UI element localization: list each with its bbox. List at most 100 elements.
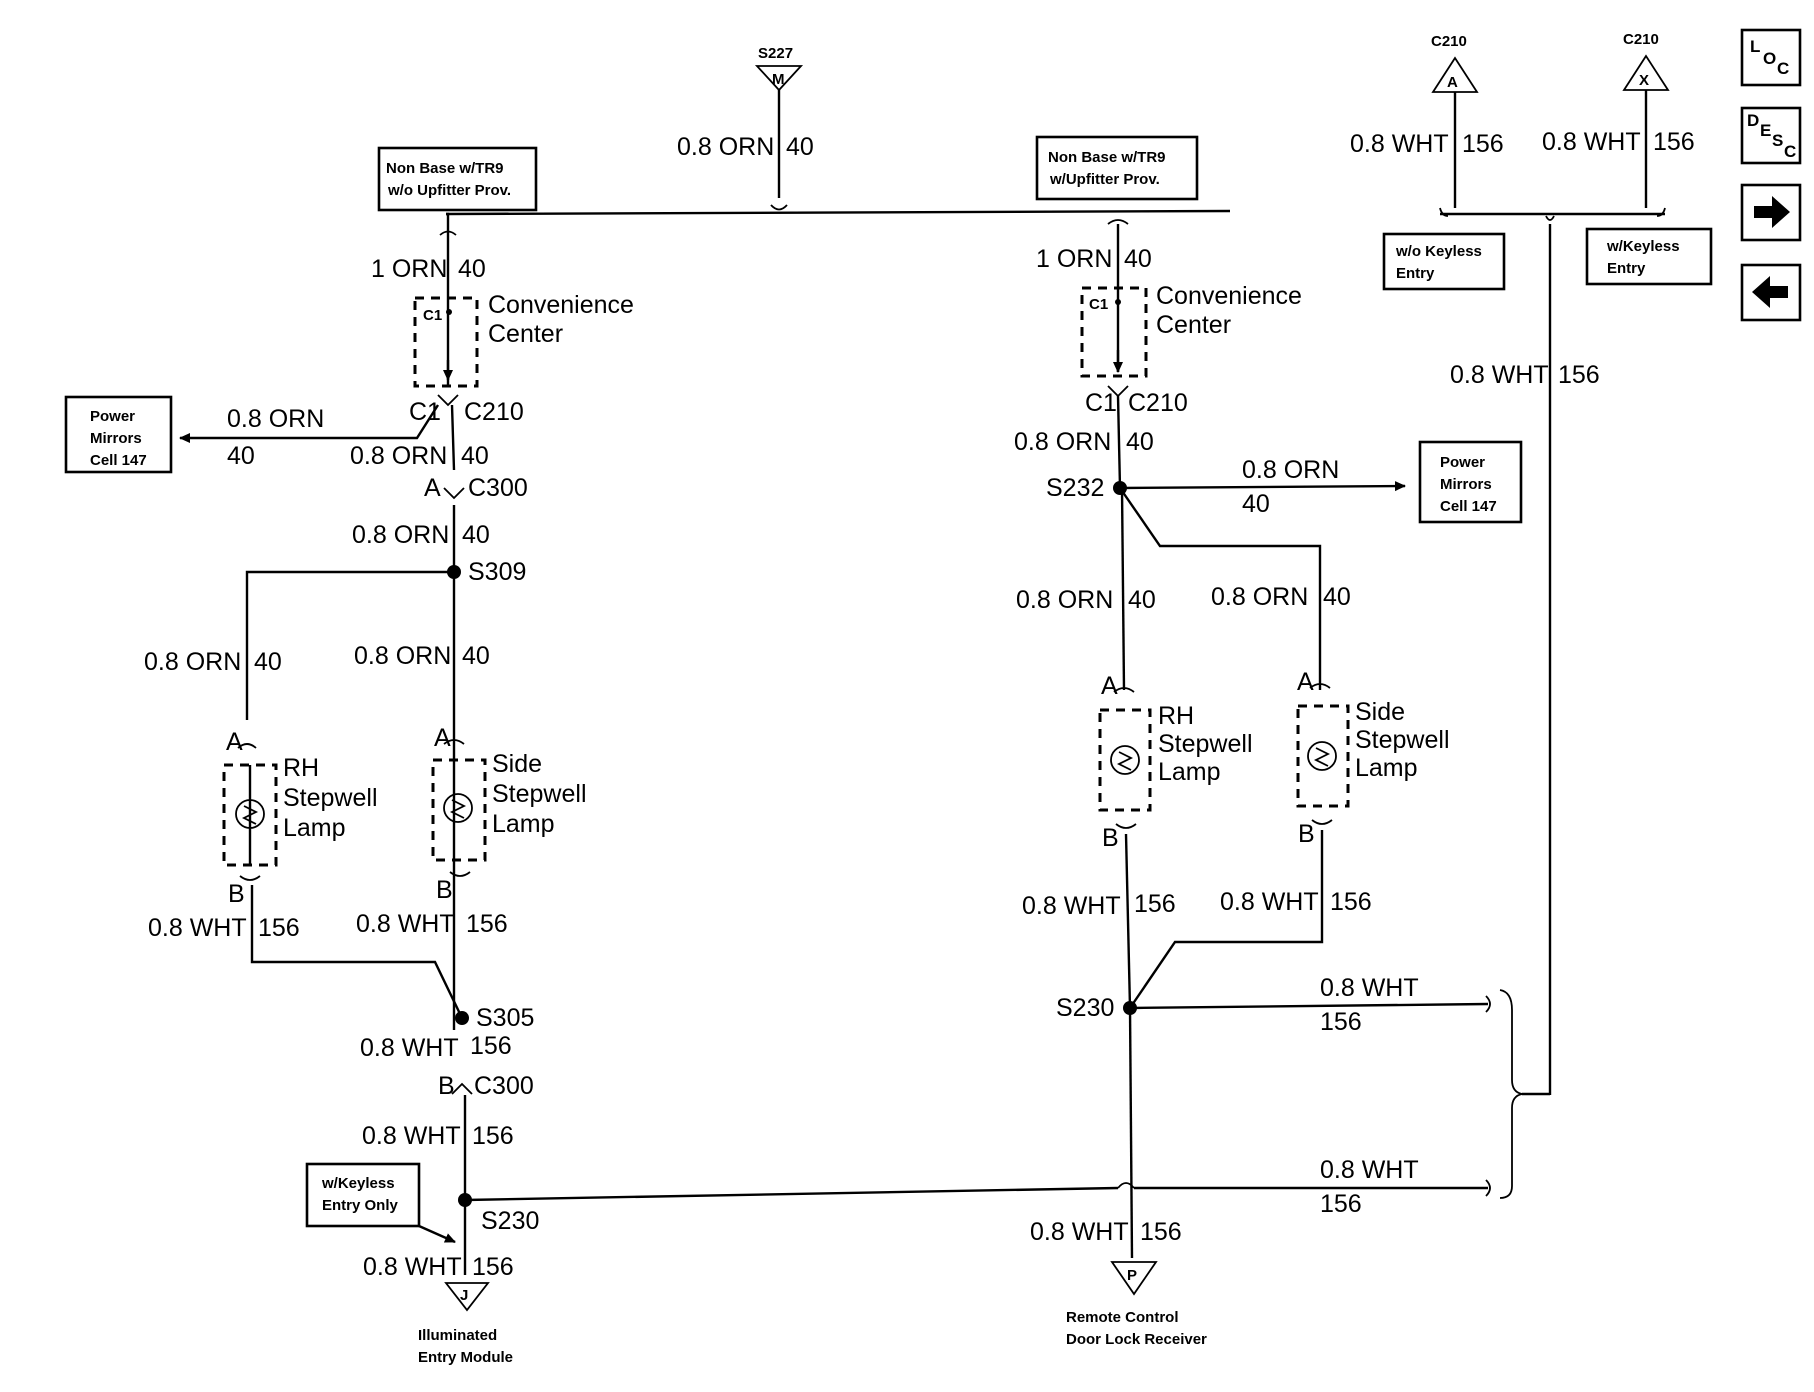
svg-text:Stepwell: Stepwell [1158,730,1253,758]
svg-text:Non Base w/TR9: Non Base w/TR9 [386,160,504,177]
svg-text:0.8 WHT: 0.8 WHT [148,914,247,942]
svg-text:Power: Power [1440,454,1485,471]
svg-text:Stepwell: Stepwell [283,784,378,812]
bulb-icon [241,805,259,825]
svg-text:S230: S230 [1056,994,1114,1022]
keyless-only-box [305,1162,421,1228]
right-power-mirrors [1418,440,1523,524]
svg-text:40: 40 [1124,245,1152,273]
svg-text:J: J [460,1287,468,1304]
svg-text:0.8 WHT: 0.8 WHT [356,910,455,938]
svg-text:B: B [1298,820,1315,848]
right-rh-lamp [1098,708,1152,812]
svg-text:0.8 ORN: 0.8 ORN [144,648,241,676]
svg-text:40: 40 [462,521,490,549]
svg-text:40: 40 [458,255,486,283]
svg-text:0.8 WHT: 0.8 WHT [360,1034,459,1062]
svg-text:C300: C300 [474,1072,534,1100]
svg-text:156: 156 [258,914,300,942]
illuminated-entry-module-connector: J [444,1282,490,1312]
right-convenience-center [1080,286,1148,378]
option-keyless [1585,227,1713,286]
svg-text:Convenience: Convenience [1156,282,1302,310]
svg-text:w/o Keyless: w/o Keyless [1395,243,1482,260]
svg-text:Mirrors: Mirrors [90,430,142,447]
svg-text:156: 156 [472,1122,514,1150]
svg-text:Lamp: Lamp [283,814,346,842]
left-arrow-icon [1752,276,1788,308]
receiver-label: Remote Control [1066,1309,1179,1326]
svg-text:C1: C1 [409,398,441,426]
svg-text:Cell 147: Cell 147 [90,452,147,469]
svg-text:156: 156 [1140,1218,1182,1246]
svg-text:Stepwell: Stepwell [492,780,587,808]
svg-text:40: 40 [461,442,489,470]
svg-text:0.8 WHT: 0.8 WHT [1220,888,1319,916]
desc-button[interactable]: D E S C [1740,106,1802,165]
left-side-lamp [431,758,487,862]
svg-text:S227: S227 [758,45,793,62]
svg-text:156: 156 [466,910,508,938]
s305-splice [455,1011,469,1025]
svg-text:A: A [1447,74,1458,91]
svg-text:S309: S309 [468,558,526,586]
svg-text:0.8 WHT: 0.8 WHT [363,1253,462,1281]
svg-text:156: 156 [1320,1008,1362,1036]
right-arrow-icon [1754,196,1790,228]
svg-text:Side: Side [492,750,542,778]
svg-text:Side: Side [1355,698,1405,726]
svg-text:S230: S230 [481,1207,539,1235]
svg-text:S305: S305 [476,1004,534,1032]
svg-text:0.8 WHT: 0.8 WHT [1022,892,1121,920]
module-label: Illuminated [418,1327,497,1344]
svg-text:S232: S232 [1046,474,1104,502]
svg-text:40: 40 [1126,428,1154,456]
svg-text:156: 156 [1134,890,1176,918]
svg-text:w/Keyless: w/Keyless [1606,238,1680,255]
svg-text:RH: RH [283,754,319,782]
svg-text:0.8 ORN: 0.8 ORN [354,642,451,670]
loc-button[interactable]: L O C [1740,28,1802,87]
svg-text:C210: C210 [1623,31,1659,48]
svg-text:Entry: Entry [1396,265,1435,282]
svg-text:Center: Center [1156,311,1231,339]
svg-text:40: 40 [1128,586,1156,614]
svg-text:Stepwell: Stepwell [1355,726,1450,754]
svg-text:A: A [1297,668,1314,696]
svg-text:w/Keyless: w/Keyless [321,1175,395,1192]
svg-text:A: A [226,728,243,756]
next-page-button[interactable] [1740,183,1802,242]
svg-text:M: M [772,71,785,88]
svg-text:Center: Center [488,320,563,348]
option-left [377,146,538,212]
s227-wire-circuit: 40 [786,133,814,161]
svg-text:Cell 147: Cell 147 [1440,498,1497,515]
svg-text:C1: C1 [423,307,442,324]
s227-wire-color: 0.8 ORN [677,133,774,161]
svg-text:B: B [438,1072,455,1100]
svg-text:C210: C210 [1431,33,1467,50]
prev-page-button[interactable] [1740,263,1802,322]
svg-text:Convenience: Convenience [488,291,634,319]
svg-text:O: O [1763,49,1776,68]
svg-text:C: C [1784,142,1796,161]
svg-text:0.8 ORN: 0.8 ORN [1242,456,1339,484]
svg-text:B: B [1102,824,1119,852]
svg-text:C1: C1 [1089,296,1108,313]
svg-text:156: 156 [1653,128,1695,156]
desc-icon: D [1747,111,1759,130]
option-no-keyless [1382,232,1506,291]
svg-text:C: C [1777,59,1789,78]
svg-text:0.8 ORN: 0.8 ORN [1211,583,1308,611]
svg-text:0.8 WHT: 0.8 WHT [1450,361,1549,389]
svg-text:w/Upfitter Prov.: w/Upfitter Prov. [1049,171,1160,188]
svg-text:0.8 ORN: 0.8 ORN [1016,586,1113,614]
svg-text:A: A [424,474,441,502]
svg-text:0.8 ORN: 0.8 ORN [352,521,449,549]
svg-text:Lamp: Lamp [1158,758,1221,786]
svg-text:Door Lock Receiver: Door Lock Receiver [1066,1331,1207,1348]
svg-text:40: 40 [227,442,255,470]
left-power-mirrors [64,395,173,474]
svg-text:X: X [1639,72,1649,89]
